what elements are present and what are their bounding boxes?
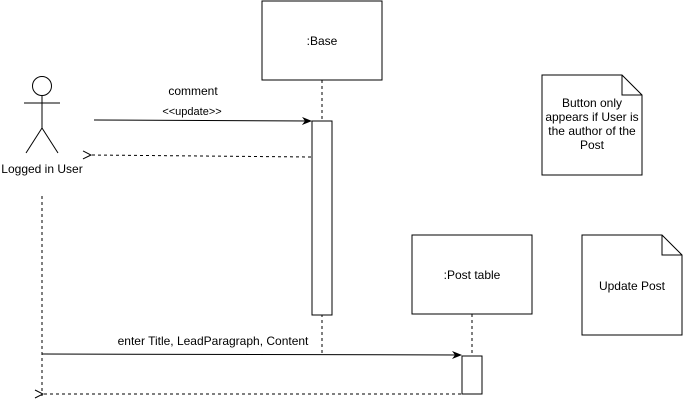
actor-label: Logged in User [1, 162, 82, 176]
message-comment-update: comment <<update>> [93, 84, 312, 125]
note-update-fold [661, 235, 682, 256]
actor-head-icon [32, 76, 52, 96]
message-comment-arrow [93, 116, 312, 125]
lifeline-base: :Base [261, 0, 383, 354]
message-enter-arrow [41, 350, 462, 359]
post-table-label: :Post table [444, 268, 501, 282]
actor-leg-left [25, 127, 43, 154]
actor-leg-right [41, 127, 59, 154]
note-author-condition: Button only appears if User is the autho… [541, 74, 643, 176]
message-enter-label: enter Title, LeadParagraph, Content [118, 334, 309, 348]
actor-logged-in-user: Logged in User [1, 76, 83, 176]
message-comment-label: comment [168, 84, 218, 98]
message-enter-fields: enter Title, LeadParagraph, Content [41, 334, 462, 359]
base-label: :Base [307, 34, 338, 48]
note-author-line-3: the author of the [548, 124, 636, 138]
post-table-box [411, 234, 533, 315]
note-author-fold [621, 75, 642, 96]
note-update-shape [581, 234, 683, 336]
note-author-line-4: Post [580, 138, 605, 152]
base-activation-bar [311, 120, 333, 316]
note-author-line-1: Button only [562, 96, 622, 110]
base-box [261, 0, 383, 81]
note-author-shape [541, 74, 643, 176]
message-update-label: <<update>> [162, 106, 221, 118]
post-table-activation-bar [461, 355, 483, 395]
note-update-label: Update Post [599, 279, 666, 293]
note-author-line-2: appears if User is [545, 110, 638, 124]
note-update-post: Update Post [581, 234, 683, 336]
lifeline-post-table: :Post table [411, 234, 533, 395]
return-message-arrow [91, 155, 312, 157]
